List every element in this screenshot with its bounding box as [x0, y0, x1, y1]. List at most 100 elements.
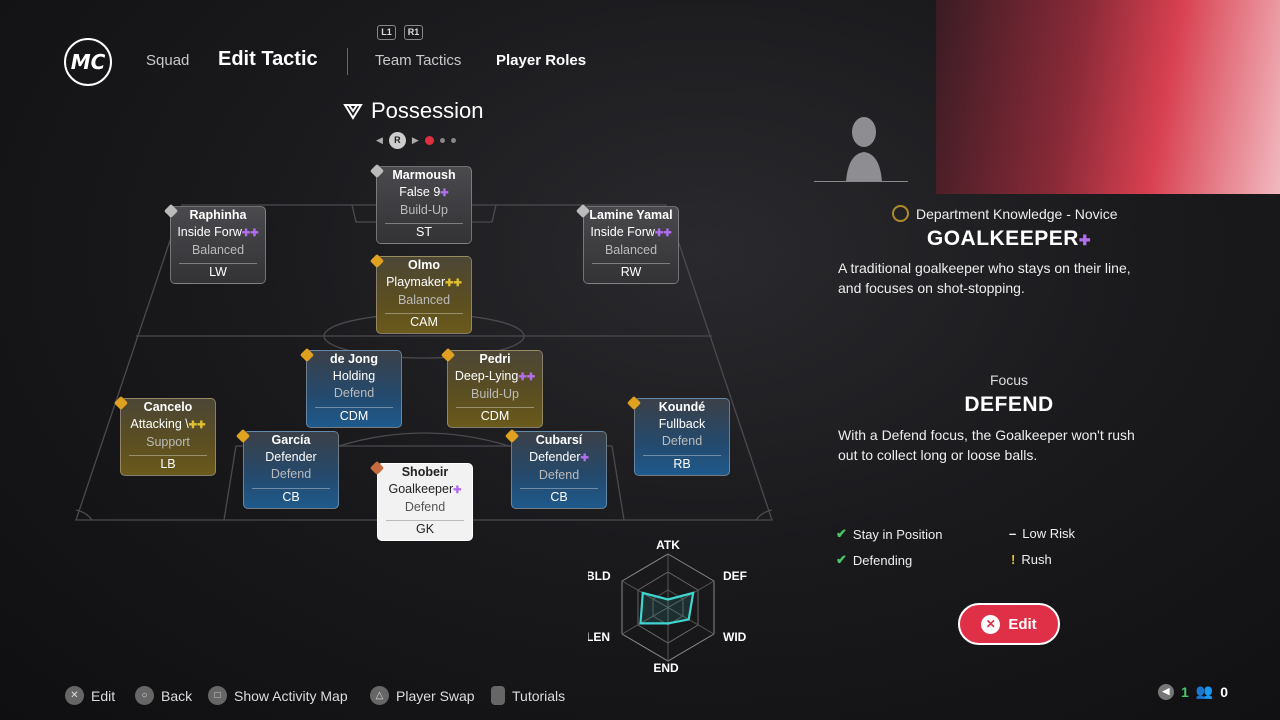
player-card-cancelo[interactable]: Cancelo Attacking \✚✚ Support LB — [120, 398, 216, 476]
player-card-kounde[interactable]: Koundé Fullback Defend RB — [634, 398, 730, 476]
users-icon: 👥 — [1195, 683, 1214, 699]
attribute-label: Rush — [1021, 552, 1052, 567]
pager-dot[interactable] — [439, 138, 445, 143]
player-card-lamine-yamal[interactable]: Lamine Yamal Inside Forw✚✚ Balanced RW — [583, 206, 679, 284]
player-name: Cubarsí — [535, 433, 583, 447]
player-name: de Jong — [330, 352, 378, 366]
player-name: Olmo — [408, 258, 440, 272]
player-card-marmoush[interactable]: Marmoush False 9✚ Build-Up ST — [376, 166, 472, 244]
count-b: 0 — [1220, 683, 1229, 700]
formation-pager[interactable]: ◀ R ▶ — [376, 132, 456, 149]
player-role: Inside Forw — [177, 225, 242, 239]
player-focus: Balanced — [604, 243, 658, 257]
plus-icon: ✚ — [453, 485, 462, 496]
square-button-icon: □ — [208, 686, 227, 705]
player-card-de-jong[interactable]: de Jong Holding Defend CDM — [306, 350, 402, 428]
dash-icon: – — [1009, 526, 1017, 541]
player-focus: Defend — [333, 386, 375, 400]
mc-logo: MC — [64, 38, 112, 86]
player-focus: Build-Up — [400, 203, 448, 217]
player-position: CDM — [456, 407, 534, 425]
role-title: GOALKEEPER✚ — [838, 227, 1180, 251]
nav-player-roles[interactable]: Player Roles — [496, 52, 587, 69]
role-description: A traditional goalkeeper who stays on th… — [838, 258, 1178, 298]
r1-button[interactable]: R1 — [404, 25, 423, 40]
player-name: Lamine Yamal — [589, 208, 673, 222]
hint-label: Tutorials — [512, 687, 566, 704]
speaker-icon: ◀ — [1158, 683, 1174, 700]
attribute-low-risk: –Low Risk — [1009, 526, 1075, 541]
attribute-defending: ✔ Defending — [836, 552, 912, 568]
player-position: CB — [520, 488, 598, 506]
pitch — [75, 204, 773, 521]
hint-label: Player Swap — [396, 687, 475, 704]
department-knowledge: Department Knowledge - Novice — [892, 205, 1118, 222]
status-indicators: ◀ 1 👥 0 — [1158, 683, 1228, 700]
player-card-raphinha[interactable]: Raphinha Inside Forw✚✚ Balanced LW — [170, 206, 266, 284]
player-role: Playmaker — [386, 275, 446, 289]
plus-icon: ✚✚ — [188, 420, 206, 431]
radar-axis-end: END — [653, 661, 679, 675]
l1-button[interactable]: L1 — [377, 25, 396, 40]
player-position: ST — [385, 223, 463, 241]
player-name: Marmoush — [392, 168, 456, 182]
player-card-pedri[interactable]: Pedri Deep-Lying✚✚ Build-Up CDM — [447, 350, 543, 428]
player-role: Defender — [265, 450, 317, 464]
player-card-olmo[interactable]: Olmo Playmaker✚✚ Balanced CAM — [376, 256, 472, 334]
pager-right-icon[interactable]: ▶ — [411, 135, 419, 145]
player-role: Deep-Lying — [454, 369, 519, 383]
touchpad-icon — [491, 686, 505, 705]
hint-back[interactable]: ○Back — [135, 686, 192, 705]
radar-axis-atk: ATK — [656, 538, 680, 552]
pager-dot[interactable] — [424, 136, 434, 145]
hint-show-activity-map[interactable]: □Show Activity Map — [208, 686, 348, 705]
focus-value: DEFEND — [964, 393, 1054, 416]
radar-axis-wid: WID — [723, 630, 747, 644]
player-name: Pedri — [479, 352, 511, 366]
tactic-radar-chart: ATK DEF WID END LEN BLD — [588, 538, 747, 675]
hint-tutorials[interactable]: Tutorials — [491, 686, 565, 705]
role-description-line: and focuses on shot-stopping. — [838, 280, 1025, 296]
player-position: CB — [252, 488, 330, 506]
player-position: LW — [179, 263, 257, 281]
pager-left-icon[interactable]: ◀ — [376, 135, 383, 145]
hint-edit[interactable]: ✕Edit — [65, 686, 115, 705]
formation-icon — [343, 104, 363, 120]
department-text: Department Knowledge - Novice — [916, 205, 1118, 222]
player-position: LB — [129, 455, 207, 473]
exclamation-icon: ! — [1011, 552, 1016, 567]
player-position: GK — [386, 520, 464, 538]
player-role: Inside Forw — [590, 225, 655, 239]
attribute-label: Defending — [852, 552, 913, 568]
check-icon: ✔ — [836, 552, 847, 567]
player-name: Raphinha — [189, 208, 247, 222]
player-card-cubarsi[interactable]: Cubarsí Defender✚ Defend CB — [511, 431, 607, 509]
plus-icon: ✚✚ — [241, 228, 259, 239]
player-role: Fullback — [658, 417, 706, 431]
player-focus: Defend — [404, 500, 446, 514]
nav-squad[interactable]: Squad — [146, 52, 190, 69]
player-position: RW — [592, 263, 670, 281]
player-card-garcia[interactable]: García Defender Defend CB — [243, 431, 339, 509]
plus-icon: ✚✚ — [654, 228, 672, 239]
radar-axis-def: DEF — [723, 569, 747, 583]
focus-description: With a Defend focus, the Goalkeeper won'… — [838, 425, 1178, 465]
player-name: Koundé — [658, 400, 706, 414]
cross-button-icon: ✕ — [65, 686, 84, 705]
player-card-shobeir[interactable]: Shobeir Goalkeeper✚ Defend GK — [377, 463, 473, 541]
hint-player-swap[interactable]: △Player Swap — [370, 686, 475, 705]
edit-role-button[interactable]: ✕ Edit — [958, 603, 1060, 645]
nav-team-tactics[interactable]: Team Tactics — [375, 52, 462, 69]
player-focus: Defend — [270, 467, 312, 481]
pager-dot[interactable] — [450, 138, 456, 143]
nav-edit-tactic[interactable]: Edit Tactic — [218, 48, 318, 70]
circle-button-icon: ○ — [135, 686, 154, 705]
player-focus: Defend — [538, 468, 580, 482]
player-role: Goalkeeper — [388, 482, 454, 496]
formation-name: Possession — [371, 98, 484, 123]
attribute-label: Low Risk — [1022, 526, 1075, 541]
player-position: RB — [643, 455, 721, 473]
attribute-label: Stay in Position — [852, 526, 943, 542]
knowledge-badge-icon — [892, 205, 909, 222]
role-title-text: GOALKEEPER — [926, 227, 1079, 250]
